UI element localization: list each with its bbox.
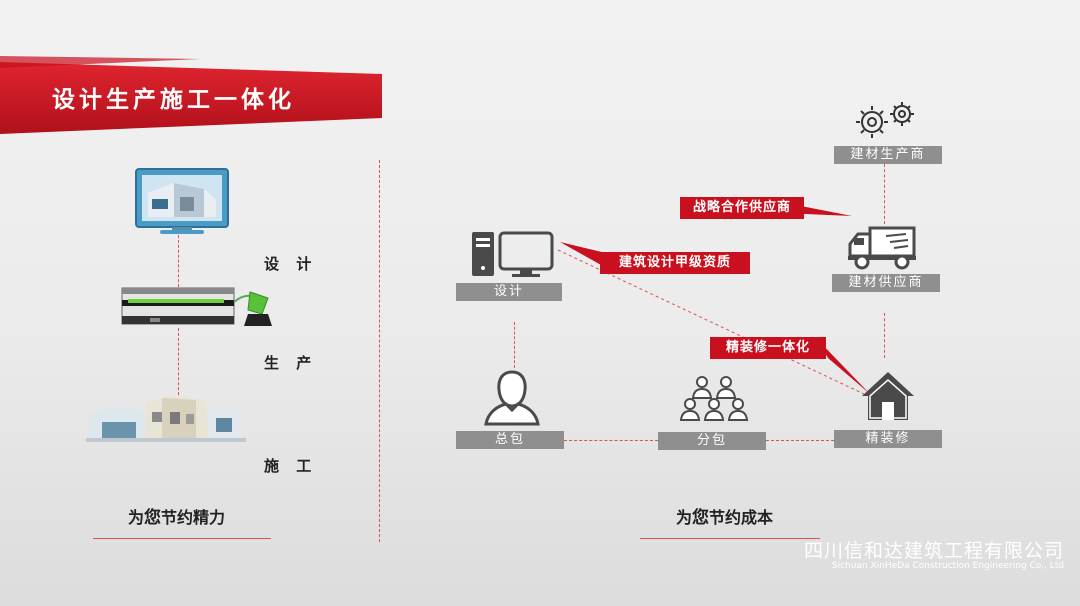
company-name-en: Sichuan XinHeDa Construction Engineering…: [831, 561, 1064, 571]
title-banner: [0, 56, 382, 134]
truck-icon: [848, 226, 916, 270]
page-title: 设计生产施工一体化: [52, 87, 295, 113]
connector-line: [514, 322, 515, 368]
gears-icon: [856, 102, 914, 138]
node-sub-contract: 分包: [658, 432, 766, 450]
node-decoration: 精装修: [834, 430, 942, 448]
callout-design-qualification: 建筑设计甲级资质: [600, 252, 750, 274]
connector-line: [564, 440, 658, 441]
node-material-supplier: 建材供应商: [832, 274, 940, 292]
label-design: 设 计: [264, 255, 318, 273]
design-to-decoration-line: [557, 249, 865, 395]
label-produce: 生 产: [264, 354, 318, 372]
callout-decoration-integration: 精装修一体化: [710, 337, 826, 359]
monitor-icon: [135, 168, 229, 234]
slogan-prefix: 为: [676, 508, 693, 527]
production-machine-icon: [121, 287, 272, 326]
connector-line: [178, 235, 179, 287]
group-icon: [679, 376, 749, 421]
right-slogan-underline: [640, 538, 820, 539]
connector-line: [766, 440, 834, 441]
person-icon: [484, 370, 540, 426]
connector-line: [884, 313, 885, 358]
connector-line: [178, 328, 179, 400]
node-general-contract: 总包: [456, 431, 564, 449]
company-name-cn: 四川信和达建筑工程有限公司: [803, 540, 1064, 562]
right-slogan: 为您节约成本: [676, 503, 773, 528]
callout-strategic-supplier: 战略合作供应商: [680, 197, 804, 219]
building-icon: [86, 396, 246, 442]
slogan-rest: 节约精力: [161, 508, 226, 527]
slogan-prefix: 为: [128, 508, 145, 527]
computer-icon: [472, 231, 554, 277]
left-slogan-underline: [93, 538, 271, 539]
node-material-producer: 建材生产商: [834, 146, 942, 164]
slogan-rest: 节约成本: [709, 508, 774, 527]
slogan-emph: 您: [144, 508, 162, 528]
section-divider: [379, 160, 380, 542]
connector-line: [884, 164, 885, 224]
slogan-emph: 您: [692, 508, 710, 528]
label-construct: 施 工: [264, 457, 318, 475]
node-design: 设计: [456, 283, 562, 301]
callout-pointer: [560, 242, 610, 270]
house-icon: [862, 372, 914, 420]
callout-pointer: [816, 338, 870, 394]
left-slogan: 为您节约精力: [128, 503, 225, 528]
